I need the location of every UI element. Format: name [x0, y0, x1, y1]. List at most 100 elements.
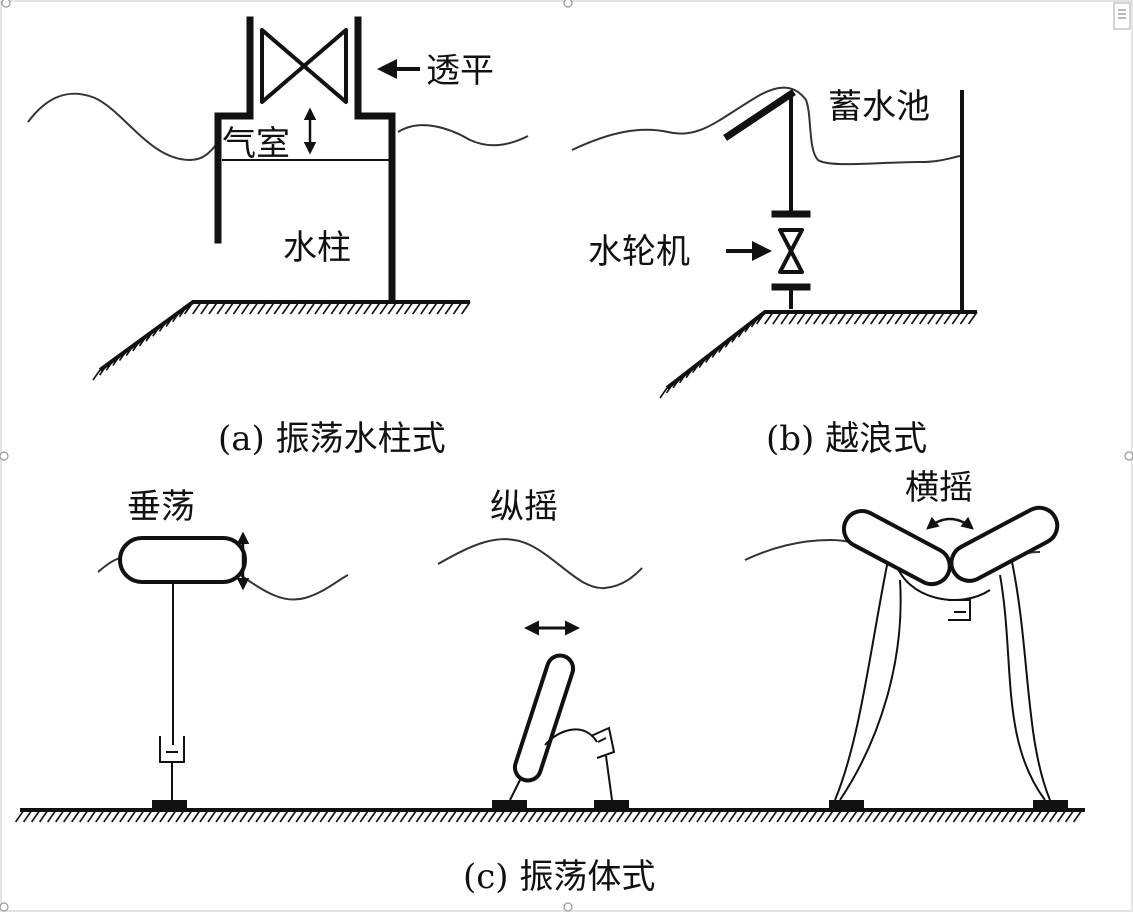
roll-mooring-left-inner: [839, 579, 902, 801]
label-pitch: 纵摇: [490, 487, 558, 527]
hatch-stroke: [656, 809, 666, 823]
hatch-stroke: [487, 809, 498, 823]
hatch-stroke: [183, 809, 193, 823]
hatch-stroke: [327, 809, 338, 823]
label-air-chamber: 气室: [222, 124, 290, 164]
handle-top-center: [563, 0, 573, 8]
hatch-stroke: [678, 372, 688, 384]
hatch-stroke: [888, 809, 899, 823]
hatch-stroke: [853, 311, 864, 325]
hatch-stroke: [185, 301, 194, 313]
panel-a-wave: [27, 92, 529, 162]
hatch-stroke: [460, 301, 471, 315]
hatch-stroke: [423, 809, 434, 823]
hatch-stroke: [159, 809, 169, 823]
hatch-stroke: [832, 809, 843, 823]
hatch-stroke: [1000, 809, 1011, 823]
hatch-stroke: [247, 809, 258, 823]
hatch-stroke: [199, 809, 210, 823]
roll-anchor-left: [829, 800, 864, 810]
hatch-stroke: [519, 809, 530, 823]
hatch-stroke: [257, 301, 267, 315]
hatch-stroke: [567, 809, 578, 823]
label-turbine: 透平: [426, 51, 494, 91]
hatch-stroke: [431, 809, 442, 823]
hatch-stroke: [444, 301, 455, 315]
hatch-stroke: [896, 809, 907, 823]
hatch-stroke: [343, 809, 354, 823]
hatch-stroke: [420, 301, 430, 315]
hatch-stroke: [452, 301, 463, 315]
hatch-stroke: [768, 809, 779, 823]
hatch-stroke: [760, 809, 771, 823]
hatch-stroke: [829, 311, 840, 325]
hatch-stroke: [223, 809, 234, 823]
hatch-stroke: [138, 335, 148, 347]
caption-c: (c) 振荡体式: [463, 857, 655, 897]
hatch-stroke: [840, 809, 851, 823]
hatch-stroke: [367, 809, 378, 823]
hatch-stroke: [672, 809, 682, 823]
hatch-stroke: [640, 809, 650, 823]
caption-a: (a) 振荡水柱式: [218, 419, 446, 459]
hatch-stroke: [125, 345, 134, 357]
hatch-stroke: [399, 809, 410, 823]
pitch-paddle: [512, 653, 576, 783]
water-turbine-symbol: [778, 228, 804, 274]
hatch-stroke: [178, 306, 188, 318]
hatch-stroke: [848, 809, 859, 823]
hatch-stroke: [959, 311, 970, 325]
hatch-stroke: [856, 809, 867, 823]
hatch-stroke: [175, 809, 185, 823]
hatch-stroke: [98, 364, 108, 376]
hatch-stroke: [263, 809, 274, 823]
label-reservoir: 蓄水池: [828, 87, 930, 127]
hatch-stroke: [63, 809, 73, 823]
hatch-stroke: [1064, 809, 1075, 823]
hatch-stroke: [407, 809, 418, 823]
hatch-stroke: [927, 311, 937, 325]
hatch-stroke: [772, 311, 782, 325]
hatch-stroke: [463, 809, 474, 823]
hatch-stroke: [105, 359, 114, 371]
hatch-stroke: [103, 809, 113, 823]
hatch-stroke: [79, 809, 89, 823]
hatch-stroke: [191, 809, 201, 823]
hatch-stroke: [584, 809, 594, 823]
hatch-stroke: [1008, 809, 1019, 823]
hatch-stroke: [796, 311, 807, 325]
heave-buoy: [118, 536, 247, 584]
hatch-stroke: [14, 809, 25, 823]
hatch-stroke: [813, 311, 823, 325]
hatch-stroke: [1072, 809, 1083, 823]
hatch-stroke: [314, 301, 325, 315]
panel-c-seabed-hatching: [14, 809, 1083, 823]
hatch-stroke: [127, 809, 137, 823]
hatch-stroke: [412, 301, 422, 315]
label-water-turbine: 水轮机: [588, 232, 690, 272]
hatch-stroke: [837, 311, 848, 325]
pitch-anchor-left: [492, 800, 527, 810]
hatch-stroke: [559, 809, 570, 823]
hatch-stroke: [792, 809, 803, 823]
hatch-stroke: [665, 382, 675, 394]
hatch-stroke: [608, 809, 618, 823]
pitch-linkage: [544, 728, 598, 746]
hatch-stroke: [894, 311, 905, 325]
hatch-stroke: [968, 809, 979, 823]
hatch-stroke: [439, 809, 450, 823]
hatch-stroke: [616, 809, 626, 823]
panel-a-seabed-hatching: [92, 301, 471, 381]
handle-bottom-left: [0, 902, 9, 912]
hatch-stroke: [415, 809, 426, 823]
hatch-stroke: [471, 809, 482, 823]
hatch-stroke: [455, 809, 466, 823]
hatch-stroke: [273, 301, 284, 315]
hatch-stroke: [303, 809, 314, 823]
panel-b-overtopping: 水轮机 蓄水池 (b) 越浪式: [571, 86, 978, 459]
hatch-stroke: [447, 809, 458, 823]
hatch-stroke: [403, 301, 414, 315]
hatch-stroke: [780, 311, 791, 325]
hatch-stroke: [685, 367, 694, 379]
